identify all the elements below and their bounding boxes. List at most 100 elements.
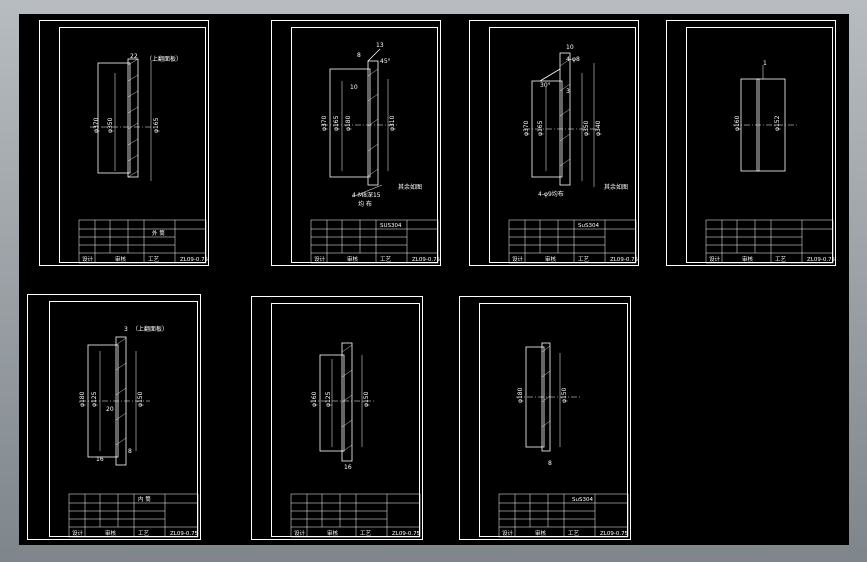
note-label: 均 布 [358,200,372,208]
note-label: 其余如图 [398,183,422,191]
dim-label: 20 [106,406,114,413]
dim-label: φ370 [93,117,100,133]
title-block-drawing-no: ZL09-0.75 [610,257,639,263]
title-block: ZL09-0.75 设计 审核 工艺 [290,493,421,538]
sheet-4: 1 φ160 φ152 ZL09-0.75 设计 审核 工艺 [666,20,836,266]
title-block-mark: 设计 [294,529,306,537]
sheet-1: 22 （上翻面板） φ370 φ350 φ165 外 筒 ZL09-0.75 设… [39,20,209,266]
dim-label: 30° [540,82,551,89]
title-block-mark: 工艺 [360,530,372,537]
dim-label: φ125 [91,391,98,407]
title-block-mark: 审核 [105,529,117,537]
title-block-mark: 审核 [327,529,339,537]
drawing-border [59,27,206,263]
note-label: （上翻面板） [146,55,182,63]
title-block-drawing-no: ZL09-0.75 [600,531,629,537]
title-block-mark: 审核 [115,255,127,263]
drawing-border [291,27,438,263]
title-block-mark: 设计 [72,529,84,537]
dim-label: 1 [763,60,767,67]
title-block-drawing-no: ZL09-0.75 [170,531,199,537]
dim-label: φ370 [523,120,530,136]
title-block-mark: 工艺 [138,530,150,537]
title-block-mark: 设计 [709,255,721,263]
title-block-mark: 工艺 [775,256,787,263]
dim-label: φ152 [774,115,781,131]
dim-label: 8 [548,460,552,467]
drawing-border [489,27,636,263]
title-block: SuS304 ZL09-0.75 设计 审核 工艺 [498,493,629,538]
part-drawing: 3 （上翻面板） φ180 φ125 φ150 20 16 8 内 筒 ZL09… [68,325,199,538]
part-drawing: 1 φ160 φ152 ZL09-0.75 设计 审核 工艺 [705,60,836,264]
title-block-mark: 审核 [347,255,359,263]
title-block-mark: 工艺 [148,256,160,263]
dim-label: 13 [376,42,384,49]
title-block-mark: 工艺 [380,256,392,263]
title-block-title: 内 筒 [138,495,151,503]
note-label: （上翻面板） [132,325,168,333]
title-block: 外 筒 ZL09-0.75 设计 审核 工艺 [78,219,209,264]
dim-label: 16 [344,464,352,471]
dim-label: 22 [130,53,138,60]
dim-label: φ340 [595,120,602,136]
dim-label: φ165 [153,117,160,133]
dim-label: φ370 [321,115,328,131]
dim-label: φ150 [363,391,370,407]
drawing-border [49,301,198,537]
title-block-title: SuS304 [578,223,599,229]
sheet-5: 3 （上翻面板） φ180 φ125 φ150 20 16 8 内 筒 ZL09… [27,294,201,540]
title-block: SuS304 ZL09-0.75 设计 审核 工艺 [508,219,639,264]
dim-label: 3 [566,88,570,95]
dim-label: φ165 [333,115,340,131]
title-block-title: SuS304 [572,497,593,503]
part-drawing: φ180 φ150 8 SuS304 ZL09-0.75 设计 审核 工艺 [498,342,629,538]
dim-label: 4-φ8 [566,56,580,63]
sheet-7: φ180 φ150 8 SuS304 ZL09-0.75 设计 审核 工艺 [459,296,631,540]
dim-label: 3 [124,326,128,333]
sheet-6: φ160 φ125 φ150 16 ZL09-0.75 设计 审核 工艺 [251,296,423,540]
dim-label: φ160 [311,391,318,407]
dim-label: 10 [350,84,358,91]
title-block-drawing-no: ZL09-0.75 [392,531,421,537]
part-drawing: φ160 φ125 φ150 16 ZL09-0.75 设计 审核 工艺 [290,342,421,538]
title-block-mark: 审核 [742,255,754,263]
dim-label: φ165 [537,120,544,136]
dim-label: φ180 [517,387,524,403]
title-block-mark: 设计 [502,529,514,537]
title-block-drawing-no: ZL09-0.75 [412,257,441,263]
dim-label: φ160 [734,115,741,131]
title-block-title: SUS304 [380,223,402,229]
sheet-3: 10 4-φ8 30° 3 φ370 φ165 φ350 φ340 4-φ9均布… [469,20,639,266]
dim-label: φ150 [561,387,568,403]
dim-label: 8 [128,448,132,455]
title-block-mark: 设计 [512,255,524,263]
drawing-border [479,303,628,537]
drawing-border [686,27,833,263]
note-label: 其余如图 [604,183,628,191]
sheet-2: 8 13 45° 10 φ370 φ165 φ180 φ310 4-M8深15 … [271,20,441,266]
title-block: ZL09-0.75 设计 审核 工艺 [705,219,836,264]
title-block-mark: 工艺 [578,256,590,263]
drawing-canvas[interactable]: 22 （上翻面板） φ370 φ350 φ165 外 筒 ZL09-0.75 设… [19,14,849,545]
title-block-mark: 设计 [82,255,94,263]
dim-label: 16 [96,456,104,463]
drawing-border [271,303,420,537]
title-block-mark: 审核 [545,255,557,263]
part-drawing: 22 （上翻面板） φ370 φ350 φ165 外 筒 ZL09-0.75 设… [78,53,209,264]
part-drawing: 8 13 45° 10 φ370 φ165 φ180 φ310 4-M8深15 … [310,42,441,264]
title-block-drawing-no: ZL09-0.75 [807,257,836,263]
part-drawing: 10 4-φ8 30° 3 φ370 φ165 φ350 φ340 4-φ9均布… [508,44,639,264]
dim-label: φ180 [79,391,86,407]
title-block-mark: 工艺 [568,530,580,537]
dim-label: 8 [357,52,361,59]
title-block: 内 筒 ZL09-0.75 设计 审核 工艺 [68,493,199,538]
title-block-mark: 设计 [314,255,326,263]
dim-label: φ350 [107,117,114,133]
title-block-title: 外 筒 [152,229,165,237]
note-label: 4-φ9均布 [538,190,564,198]
dim-label: φ125 [325,391,332,407]
dim-label: 45° [380,58,391,65]
title-block: SUS304 ZL09-0.75 设计 审核 工艺 [310,219,441,264]
dim-label: 10 [566,44,574,51]
